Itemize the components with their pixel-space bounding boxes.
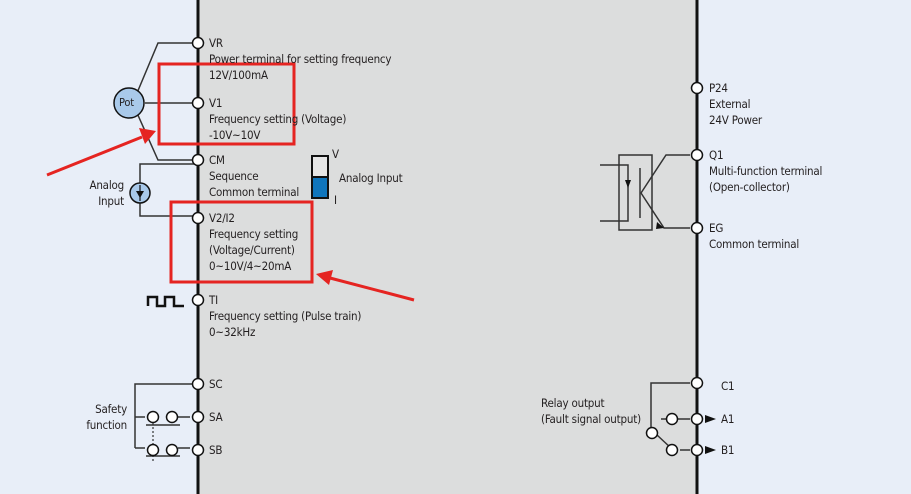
opto-emitter-arrow-icon [656, 222, 664, 229]
highlight-box-v2 [169, 200, 314, 284]
terminal-sc: SC [209, 377, 223, 391]
terminal-a1: A1 [721, 412, 735, 426]
pulse-train-icon [146, 295, 184, 308]
a1-arrow-icon [705, 415, 716, 423]
switch-i-position [311, 176, 329, 199]
drive-panel [198, 0, 697, 494]
terminal-sa: SA [209, 410, 223, 424]
relay-output-label: Relay output(Fault signal output) [541, 396, 641, 426]
pot-icon [113, 87, 145, 119]
terminal-c1: C1 [721, 379, 735, 393]
terminals [146, 36, 704, 457]
switch-v-position [311, 155, 329, 178]
terminal-sb: SB [209, 443, 223, 457]
b1-arrow-icon [705, 446, 716, 454]
switch-v-label: V [332, 147, 339, 161]
switch-i-label: I [334, 193, 337, 207]
highlight-arrow-v2 [329, 276, 415, 302]
pot-label: Pot [119, 96, 134, 109]
terminal-b1: B1 [721, 443, 735, 457]
highlight-arrow-v1 [46, 135, 143, 177]
switch-label: Analog Input [339, 171, 403, 185]
highlight-box-v1 [157, 62, 296, 146]
opto-arrow-icon [625, 180, 631, 188]
